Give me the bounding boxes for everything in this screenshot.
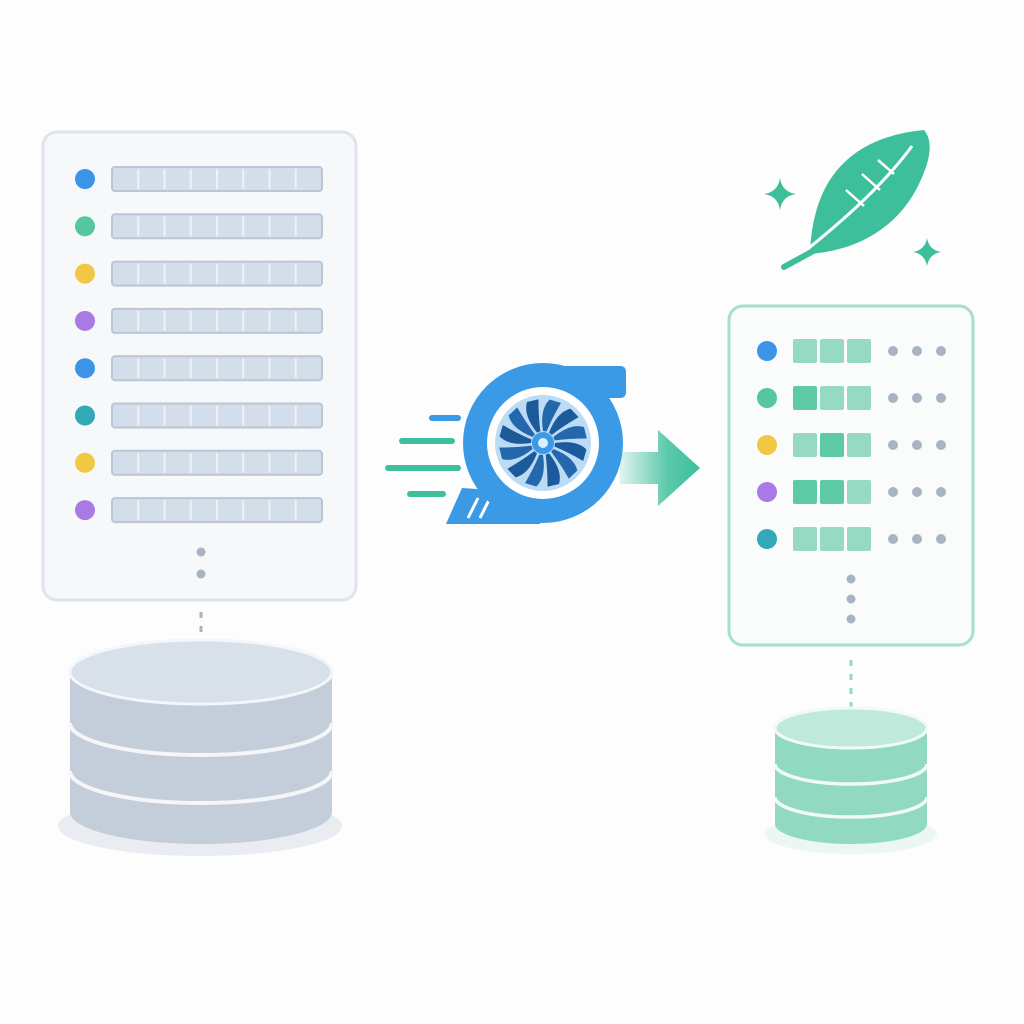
trailing-dot xyxy=(888,440,898,450)
source-table-panel xyxy=(41,130,358,602)
feather-icon xyxy=(781,130,930,270)
compressed-row xyxy=(757,339,946,363)
turbine-blade xyxy=(525,454,544,487)
row-marker xyxy=(757,529,777,549)
row-marker xyxy=(75,263,95,284)
data-cell xyxy=(793,386,817,410)
turbine-blade xyxy=(507,451,537,478)
row-marker xyxy=(75,169,95,189)
source-row xyxy=(75,307,323,334)
turbine-blade xyxy=(545,453,560,487)
trailing-dot xyxy=(888,487,898,497)
data-cell xyxy=(820,433,844,457)
source-row xyxy=(75,213,323,240)
compressed-row xyxy=(757,527,946,551)
turbine-blade xyxy=(499,425,532,444)
row-marker xyxy=(757,482,777,502)
trailing-dot xyxy=(888,346,898,356)
trailing-dot xyxy=(888,534,898,544)
source-row xyxy=(75,166,323,192)
turbine-blade xyxy=(499,445,533,460)
source-row xyxy=(75,402,323,429)
source-row xyxy=(75,449,323,476)
data-cell xyxy=(793,480,817,504)
trailing-dot xyxy=(936,346,946,356)
compressed-table-panel xyxy=(727,304,975,647)
source-database-icon xyxy=(58,638,342,856)
trailing-dot xyxy=(912,393,922,403)
turbine-blade xyxy=(508,407,535,437)
turbocharger-icon xyxy=(385,363,626,524)
turbine-blades xyxy=(499,399,587,487)
compressed-database-icon xyxy=(765,706,937,854)
turbine-blade xyxy=(542,399,561,432)
turbine-blade xyxy=(549,408,579,435)
compressed-row xyxy=(757,386,946,410)
data-cell xyxy=(820,386,844,410)
sparkle-icon xyxy=(913,238,941,266)
turbine-blade xyxy=(526,399,541,433)
turbine-blade xyxy=(553,426,587,441)
turbine-blade xyxy=(554,442,587,461)
source-row xyxy=(75,355,323,382)
trailing-dot xyxy=(912,440,922,450)
compressed-more-dot xyxy=(846,614,856,624)
data-cell xyxy=(793,433,817,457)
source-more-dot xyxy=(196,547,206,557)
row-marker xyxy=(757,341,777,361)
source-more-dot xyxy=(196,569,206,579)
trailing-dot xyxy=(912,487,922,497)
data-cell xyxy=(820,480,844,504)
row-marker xyxy=(75,405,95,426)
compressed-more-dot xyxy=(846,594,856,604)
turbine-blade xyxy=(551,449,578,479)
arrow-right-icon xyxy=(620,430,700,506)
row-marker xyxy=(75,310,95,331)
data-cell xyxy=(820,527,844,551)
trailing-dot xyxy=(912,346,922,356)
trailing-dot xyxy=(936,487,946,497)
row-marker xyxy=(75,358,95,379)
data-cell xyxy=(793,527,817,551)
data-cell xyxy=(847,386,871,410)
source-row xyxy=(75,260,323,287)
row-marker xyxy=(75,216,95,237)
sparkle-icon xyxy=(764,178,796,210)
data-cell xyxy=(847,339,871,363)
compressed-row xyxy=(757,433,946,457)
data-cell xyxy=(793,339,817,363)
trailing-dot xyxy=(936,534,946,544)
row-marker xyxy=(757,435,777,455)
trailing-dot xyxy=(936,440,946,450)
trailing-dot xyxy=(936,393,946,403)
row-marker xyxy=(75,500,95,521)
trailing-dot xyxy=(888,393,898,403)
row-marker xyxy=(75,452,95,473)
source-table-rows xyxy=(75,166,323,524)
row-marker xyxy=(757,388,777,408)
compressed-panel-frame xyxy=(727,304,975,647)
compressed-more-dot xyxy=(846,574,856,584)
compressed-row xyxy=(757,480,946,504)
trailing-dot xyxy=(912,534,922,544)
data-cell xyxy=(847,527,871,551)
compressed-table-rows xyxy=(757,339,946,551)
data-cell xyxy=(820,339,844,363)
data-cell xyxy=(847,433,871,457)
source-row xyxy=(75,497,323,524)
data-cell xyxy=(847,480,871,504)
